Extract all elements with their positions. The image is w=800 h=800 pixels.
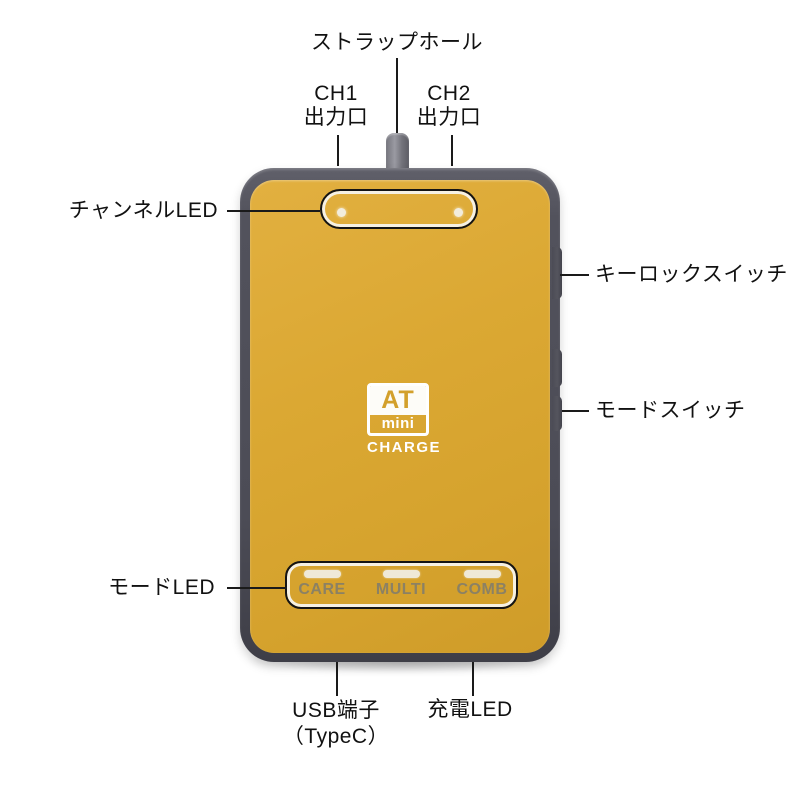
usb-leader-line — [336, 662, 338, 696]
logo-at-text: AT — [370, 386, 426, 415]
channel-led-label: チャンネルLED — [68, 199, 218, 222]
logo-mini-text: mini — [381, 415, 415, 432]
mode-led-callout: CARE MULTI COMB — [285, 561, 518, 609]
keylock-switch — [552, 247, 562, 299]
multi-led-bar — [382, 570, 420, 578]
mode-group-care: CARE — [290, 563, 354, 599]
care-led-bar — [303, 570, 341, 578]
mode-switch-label: モードスイッチ — [595, 399, 746, 422]
ch1-output-label-line1: CH1 — [314, 82, 358, 105]
strap-hole-leader-line — [396, 58, 398, 134]
multi-label: MULTI — [375, 581, 427, 598]
mode-switch-leader-line — [562, 410, 589, 412]
ch1-output-label: CH1 出力口 — [304, 82, 369, 130]
mode-led-label: モードLED — [108, 576, 215, 599]
usb-port-label-line2: （TypeC） — [282, 725, 390, 748]
charge-led-leader-line — [472, 662, 474, 696]
strap-hole-knob — [386, 133, 409, 175]
ch1-leader-line — [337, 135, 339, 166]
ch2-leader-line — [451, 135, 453, 166]
strap-hole-label: ストラップホール — [311, 31, 483, 54]
ch1-output-label-line2: 出力口 — [303, 106, 369, 129]
usb-port-label-line1: USB端子 — [292, 699, 380, 722]
mode-switch — [552, 396, 562, 431]
ch2-output-label-line1: CH2 — [427, 82, 471, 105]
logo-charge-text: CHARGE — [367, 439, 442, 456]
channel-led-callout — [320, 189, 478, 229]
mode-led-leader-line — [227, 587, 287, 589]
channel1-led — [337, 208, 346, 217]
brand-logo: AT mini CHARGE — [367, 383, 442, 456]
keylock-leader-line — [560, 274, 589, 276]
usb-port-label: USB端子 （TypeC） — [283, 698, 389, 750]
ch2-output-label: CH2 出力口 — [417, 82, 482, 130]
channel-led-leader-line — [227, 210, 320, 212]
logo-badge: AT mini — [367, 383, 429, 436]
charge-led-label: 充電LED — [427, 698, 513, 721]
comb-label: COMB — [456, 581, 508, 598]
ch2-output-label-line2: 出力口 — [416, 106, 482, 129]
side-switch-bump — [552, 349, 562, 387]
channel2-led — [454, 208, 463, 217]
comb-led-bar — [463, 570, 501, 578]
mode-group-comb: COMB — [450, 563, 514, 599]
mode-group-multi: MULTI — [369, 563, 433, 599]
keylock-switch-label: キーロックスイッチ — [595, 263, 788, 286]
care-label: CARE — [298, 581, 346, 598]
